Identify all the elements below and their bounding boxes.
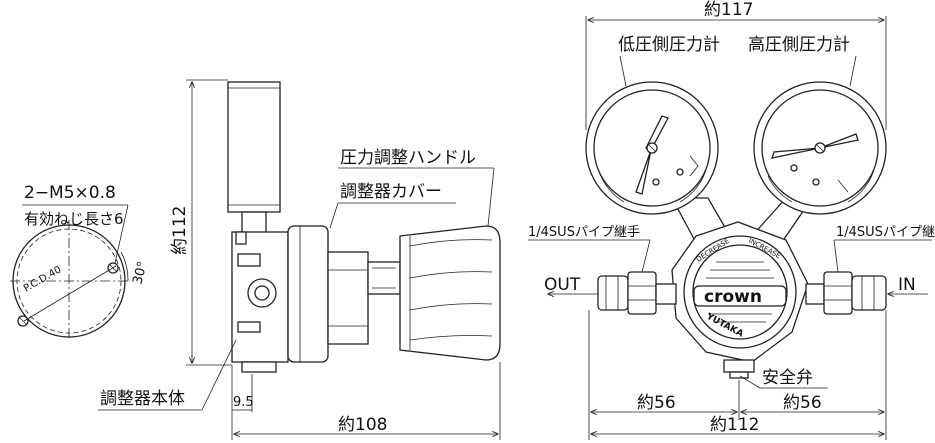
- low-pressure-gauge: [585, 81, 719, 215]
- angle-label: 30°: [130, 260, 150, 286]
- thread-depth-label: 有効ねじ長さ6: [24, 210, 124, 228]
- half-left-label: 約56: [637, 393, 676, 413]
- brand-label: crown: [704, 287, 762, 307]
- angle-arc: [120, 251, 129, 282]
- low-gauge-label: 低圧側圧力計: [618, 35, 720, 55]
- mount-hole-lower: [17, 315, 29, 327]
- depth-label: 約108: [338, 415, 387, 435]
- high-pressure-gauge: [753, 81, 887, 215]
- height-label: 約112: [170, 206, 190, 255]
- pcd-diagonal: [23, 265, 117, 322]
- handle-label: 圧力調整ハンドル: [340, 148, 476, 168]
- fitting-right-label: 1/4SUSパイプ継手: [836, 225, 935, 240]
- outlet-fitting: [597, 271, 677, 315]
- width-bottom-label: 約112: [710, 415, 759, 435]
- width-top-label: 約117: [704, 0, 753, 20]
- inlet-fitting: [805, 271, 887, 315]
- offset-label: 9.5: [233, 395, 254, 410]
- pcd-label: P.C.D.40: [22, 264, 63, 294]
- brand-plate: [693, 285, 787, 307]
- port-fitting-side: [247, 278, 277, 308]
- hole-spec-label: 2−M5×0.8: [24, 183, 116, 203]
- cover-dial: [683, 235, 797, 349]
- cover-label: 調整器カバー: [340, 182, 442, 202]
- body-label: 調整器本体: [100, 389, 185, 409]
- handle-side: [399, 225, 501, 361]
- fitting-left-label: 1/4SUSパイプ継手: [528, 225, 640, 240]
- cover-side: [287, 225, 329, 363]
- high-gauge-label: 高圧側圧力計: [748, 35, 850, 55]
- in-label: IN: [898, 275, 916, 295]
- safety-valve-label: 安全弁: [762, 368, 813, 388]
- mounting-bottom-view: P.C.D.40 30° 2−M5×0.8 有効ねじ長さ6: [10, 183, 151, 340]
- out-label: OUT: [544, 275, 581, 295]
- side-view: 約112 圧力調整ハンドル 調整器カバー 調整器本体 9.5 約108: [98, 79, 501, 440]
- half-right-label: 約56: [783, 393, 822, 413]
- front-view: 約117: [528, 0, 935, 440]
- mount-hole-upper: [107, 262, 119, 274]
- gauge-side: [227, 81, 281, 213]
